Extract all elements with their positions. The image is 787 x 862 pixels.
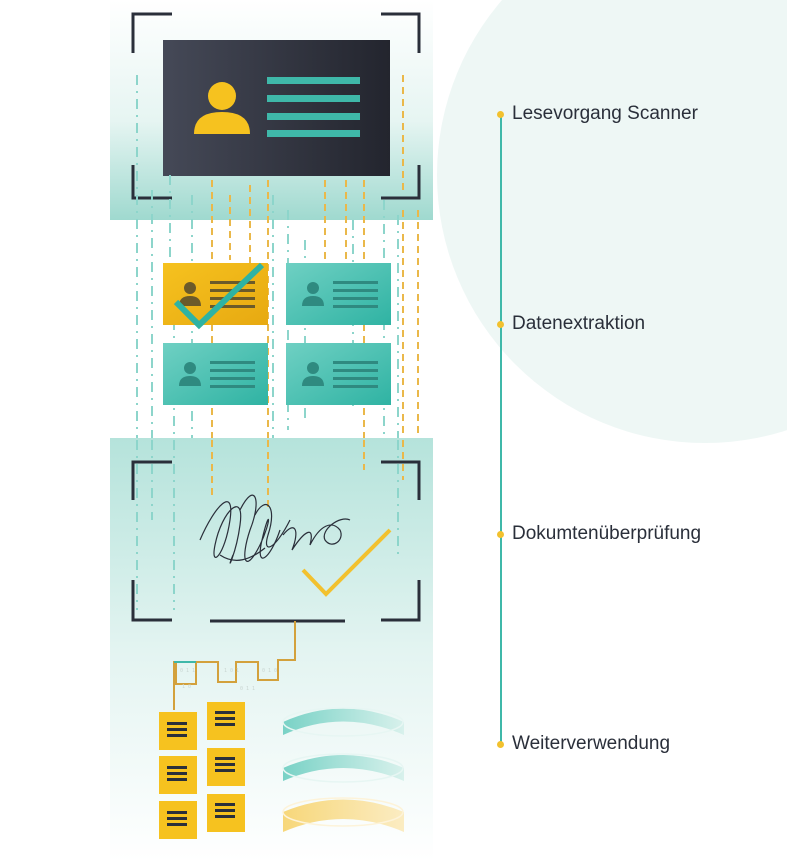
check-mark-icon [301,528,392,597]
scan-lines-lower [136,440,404,610]
svg-text:0 1 1: 0 1 1 [180,668,195,674]
step-marker [497,531,504,538]
extraction-card [286,343,391,405]
step-marker [497,321,504,328]
step-marker [497,741,504,748]
verification-panel [110,438,433,862]
step-label-reuse: Weiterverwendung [512,733,671,754]
extraction-card-selected [163,262,268,330]
scanner-frame [131,12,421,200]
id-card-dark [163,40,390,176]
database-icon [282,707,404,832]
document-stack [159,702,245,839]
extraction-card [163,343,268,405]
verification-frame [131,460,421,623]
svg-text:0 1 0: 0 1 0 [262,668,277,674]
svg-text:1 0 1: 1 0 1 [224,668,239,674]
extraction-card [286,263,391,325]
svg-text:1 0: 1 0 [182,684,191,690]
background-circle [437,0,787,443]
timeline-line [500,114,502,746]
step-marker [497,111,504,118]
step-label-extraction: Datenextraktion [512,313,646,334]
step-label-verification: Dokumtenüberprüfung [512,523,702,544]
svg-text:0 1 1: 0 1 1 [240,686,255,692]
signature [199,494,351,564]
connector-line [173,621,296,710]
step-label-scan: Lesevorgang Scanner [512,103,698,124]
data-bits: 0 1 1 1 0 1 0 1 0 1 0 0 1 1 [180,668,277,692]
